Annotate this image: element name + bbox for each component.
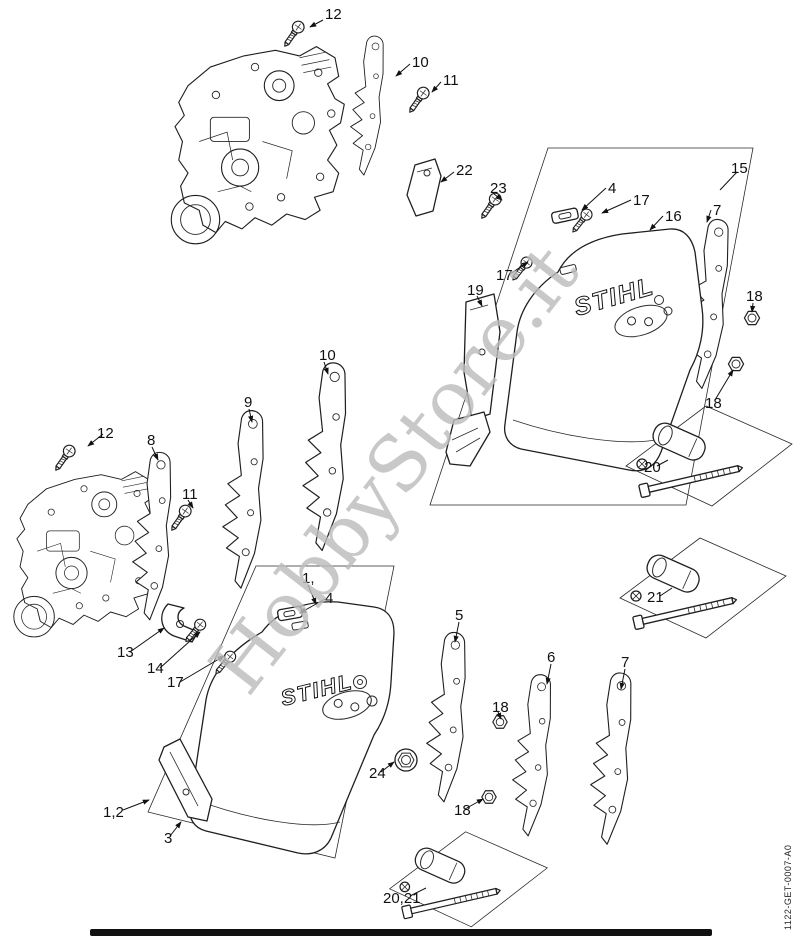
callout-20-21: 20,21 — [383, 890, 421, 907]
nut-18-top-b — [727, 356, 745, 372]
spike-plate-6 — [509, 673, 554, 838]
callout-12-mid: 12 — [97, 425, 114, 442]
callouts: 12 10 11 22 23 15 4 17 16 7 17 19 18 18 … — [97, 6, 763, 907]
spike-plate-8 — [130, 451, 173, 621]
callout-4-bottom: 4 — [325, 590, 333, 607]
tensioner-plate — [614, 304, 668, 338]
spike-plate-5 — [424, 631, 468, 803]
callout-23: 23 — [490, 180, 507, 197]
callout-18-top-b: 18 — [705, 395, 722, 412]
callout-6: 6 — [547, 649, 555, 666]
screw-12-top — [279, 18, 307, 51]
callout-10-top: 10 — [412, 54, 429, 71]
callout-18-bottom-a: 18 — [492, 699, 509, 716]
callout-16: 16 — [665, 208, 682, 225]
nut-18-bottom-b — [481, 790, 497, 804]
callout-15: 15 — [731, 160, 748, 177]
callout-22: 22 — [456, 162, 473, 179]
callout-1-2: 1,2 — [103, 804, 124, 821]
spike-plate-9 — [220, 409, 266, 590]
screw-11-mid — [166, 502, 194, 535]
wedge-3 — [158, 738, 213, 822]
sprocket-cover-top: STIHL — [503, 228, 704, 472]
callout-17-top-a: 17 — [633, 192, 650, 209]
roller-kit-21 — [619, 537, 787, 639]
callout-10-mid: 10 — [319, 347, 336, 364]
callout-17-bottom: 17 — [167, 674, 184, 691]
callout-3: 3 — [164, 830, 172, 847]
screw-11-top — [404, 84, 432, 117]
engine-housing-middle — [13, 471, 160, 638]
callout-24: 24 — [369, 765, 386, 782]
callout-9: 9 — [244, 394, 252, 411]
sprocket-cover-bottom: STIHL — [188, 601, 395, 855]
screw-12-mid — [50, 442, 78, 475]
bottom-bar — [90, 929, 712, 936]
callout-1: 1, — [302, 570, 315, 587]
chain-catcher-22 — [406, 158, 442, 217]
callout-19: 19 — [467, 282, 484, 299]
leader-lines — [87, 19, 756, 897]
callout-11-top: 11 — [443, 72, 459, 89]
callout-18-bottom-b: 18 — [454, 802, 471, 819]
flange-nut-24 — [394, 748, 418, 772]
callout-7-top: 7 — [713, 202, 721, 219]
spike-plate-10-top — [347, 34, 386, 177]
roller-kit-20-21 — [388, 831, 548, 928]
callout-20: 20 — [644, 459, 661, 476]
nut-18-top-a — [743, 310, 761, 326]
spike-plate-7-bottom — [587, 671, 634, 846]
deflector-19 — [445, 293, 501, 467]
callout-21: 21 — [647, 589, 664, 606]
tensioner-plate-bottom — [322, 690, 372, 720]
callout-7-bottom: 7 — [621, 654, 629, 671]
callout-5: 5 — [455, 607, 463, 624]
callout-11-mid: 11 — [182, 486, 198, 503]
callout-12-top: 12 — [325, 6, 342, 23]
callout-14: 14 — [147, 660, 164, 677]
engine-housing-top — [170, 46, 345, 245]
callout-4-top: 4 — [608, 180, 616, 197]
callout-13: 13 — [117, 644, 134, 661]
callout-8: 8 — [147, 432, 155, 449]
callout-18-top-a: 18 — [746, 288, 763, 305]
callout-17-top-b: 17 — [496, 267, 513, 284]
document-code: 1122-GET-0007-A0 — [783, 845, 793, 930]
assembly-box-1-2 — [147, 565, 395, 859]
cover-clip-4-top — [550, 207, 579, 224]
